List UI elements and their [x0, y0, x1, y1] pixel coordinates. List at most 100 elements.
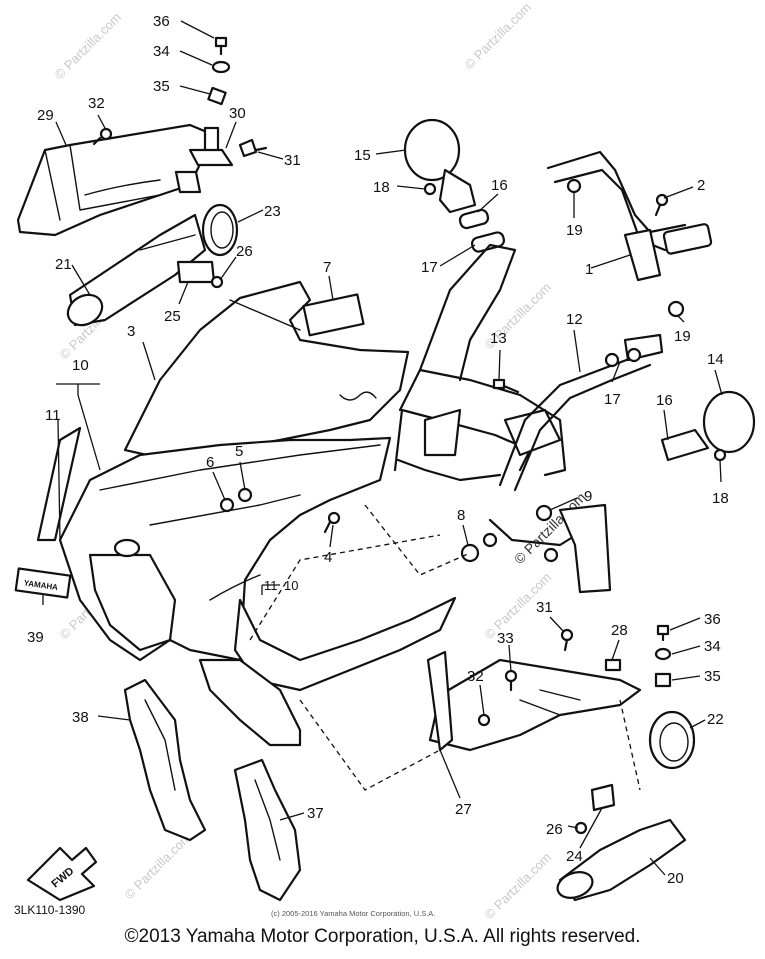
- grommet-19-top: [566, 178, 582, 194]
- nut-35-top: [207, 86, 227, 106]
- callout-29[interactable]: 29: [37, 107, 54, 124]
- fairing-stay-frame: [393, 243, 567, 482]
- callout-15[interactable]: 15: [354, 147, 371, 164]
- screw-32-bottom: [477, 713, 491, 727]
- callout-8[interactable]: 8: [457, 507, 465, 524]
- callout-14[interactable]: 14: [707, 351, 724, 368]
- callout-25[interactable]: 25: [164, 308, 181, 325]
- screw-26-top: [210, 275, 224, 289]
- badge-39: YAMAHA: [14, 567, 72, 599]
- callout-11[interactable]: 11: [45, 407, 61, 424]
- group-label-10: 10: [284, 578, 298, 593]
- side-panel-10: [198, 596, 457, 747]
- upper-bracket-frame: [546, 150, 713, 282]
- grommet-8: [460, 543, 480, 563]
- washer-34-top: [211, 60, 231, 74]
- washer-34-bottom: [654, 647, 672, 661]
- callout-13[interactable]: 13: [490, 330, 507, 347]
- callout-5[interactable]: 5: [235, 443, 243, 460]
- callout-23[interactable]: 23: [264, 203, 281, 220]
- lower-stay-9: [488, 503, 612, 594]
- grommet-23: [201, 203, 239, 257]
- callout-38[interactable]: 38: [72, 709, 89, 726]
- mirror-14: [660, 390, 756, 462]
- inner-panel-38: [123, 678, 207, 842]
- mirror-15: [403, 118, 477, 214]
- callout-26[interactable]: 26: [236, 243, 253, 260]
- callout-30[interactable]: 30: [229, 105, 246, 122]
- bolt-36-bottom: [656, 624, 670, 642]
- copyright-notice: ©2013 Yamaha Motor Corporation, U.S.A. A…: [124, 926, 641, 947]
- leader-lines: [42, 20, 723, 876]
- callout-36[interactable]: 36: [153, 13, 170, 30]
- bracket-28: [604, 658, 622, 672]
- pad-17-top: [470, 231, 506, 253]
- callout-34[interactable]: 34: [153, 43, 170, 60]
- fwd-arrow-icon: FWD: [26, 846, 98, 902]
- callout-35[interactable]: 35: [704, 668, 721, 685]
- callout-17[interactable]: 17: [604, 391, 621, 408]
- bolt-4: [323, 511, 341, 534]
- group-label-11: 11: [264, 578, 278, 593]
- callout-36[interactable]: 36: [704, 611, 721, 628]
- callout-32[interactable]: 32: [467, 668, 484, 685]
- callout-6[interactable]: 6: [206, 454, 214, 471]
- grommet-22: [648, 710, 696, 770]
- callout-22[interactable]: 22: [707, 711, 724, 728]
- callout-3[interactable]: 3: [127, 323, 135, 340]
- callout-26[interactable]: 26: [546, 821, 563, 838]
- nut-35-bottom: [654, 672, 672, 688]
- small-copyright: (c) 2005-2016 Yamaha Motor Corporation, …: [271, 909, 435, 918]
- callout-19[interactable]: 19: [566, 222, 583, 239]
- watermark: © Partzilla.com: [122, 830, 195, 903]
- callout-18[interactable]: 18: [373, 179, 390, 196]
- callout-28[interactable]: 28: [611, 622, 628, 639]
- grommet-8b: [482, 532, 498, 548]
- screw-31-top: [238, 138, 268, 158]
- callout-16[interactable]: 16: [656, 392, 673, 409]
- callout-33[interactable]: 33: [497, 630, 514, 647]
- callout-24[interactable]: 24: [566, 848, 583, 865]
- callout-4[interactable]: 4: [324, 549, 332, 566]
- emblem-7: [302, 293, 365, 337]
- callout-9[interactable]: 9: [584, 488, 592, 505]
- callout-18[interactable]: 18: [712, 490, 729, 507]
- upper-cowling: [58, 436, 392, 662]
- callout-2[interactable]: 2: [697, 177, 705, 194]
- callout-27[interactable]: 27: [455, 801, 472, 818]
- callout-17[interactable]: 17: [421, 259, 438, 276]
- bolt-36-top: [214, 36, 228, 56]
- watermark: © Partzilla.com: [462, 0, 535, 72]
- callout-31[interactable]: 31: [284, 152, 301, 169]
- bracket-24: [590, 783, 616, 812]
- callout-20[interactable]: 20: [667, 870, 684, 887]
- callout-1[interactable]: 1: [585, 261, 593, 278]
- lower-cowling-27: [426, 650, 642, 752]
- callout-21[interactable]: 21: [55, 256, 72, 273]
- callout-19[interactable]: 19: [674, 328, 691, 345]
- screw-18-top: [423, 182, 437, 196]
- intake-duct-20: [556, 818, 687, 902]
- callout-10[interactable]: 10: [72, 357, 89, 374]
- diagram-code: 3LK110-1390: [14, 903, 86, 917]
- bracket-25: [176, 260, 216, 284]
- callouts: 36 34 35 32 29 30 31 23 21 26 25 15 18 1…: [27, 13, 729, 887]
- callout-12[interactable]: 12: [566, 311, 583, 328]
- callout-34[interactable]: 34: [704, 638, 721, 655]
- screw-31-bottom: [560, 628, 574, 652]
- callout-16[interactable]: 16: [491, 177, 508, 194]
- callout-31[interactable]: 31: [536, 599, 553, 616]
- callout-39[interactable]: 39: [27, 629, 44, 646]
- mirror-stay-12: [498, 333, 664, 492]
- callout-32[interactable]: 32: [88, 95, 105, 112]
- bracket-30: [174, 126, 234, 194]
- watermark: © Partzilla.com: [52, 10, 125, 83]
- pad-16-top: [458, 208, 490, 230]
- inner-panel-37: [233, 758, 302, 902]
- callout-7[interactable]: 7: [323, 259, 331, 276]
- callout-35[interactable]: 35: [153, 78, 170, 95]
- callout-37[interactable]: 37: [307, 805, 324, 822]
- assembly-lines: [249, 504, 641, 791]
- watermark: © Partzilla.com: [482, 850, 555, 923]
